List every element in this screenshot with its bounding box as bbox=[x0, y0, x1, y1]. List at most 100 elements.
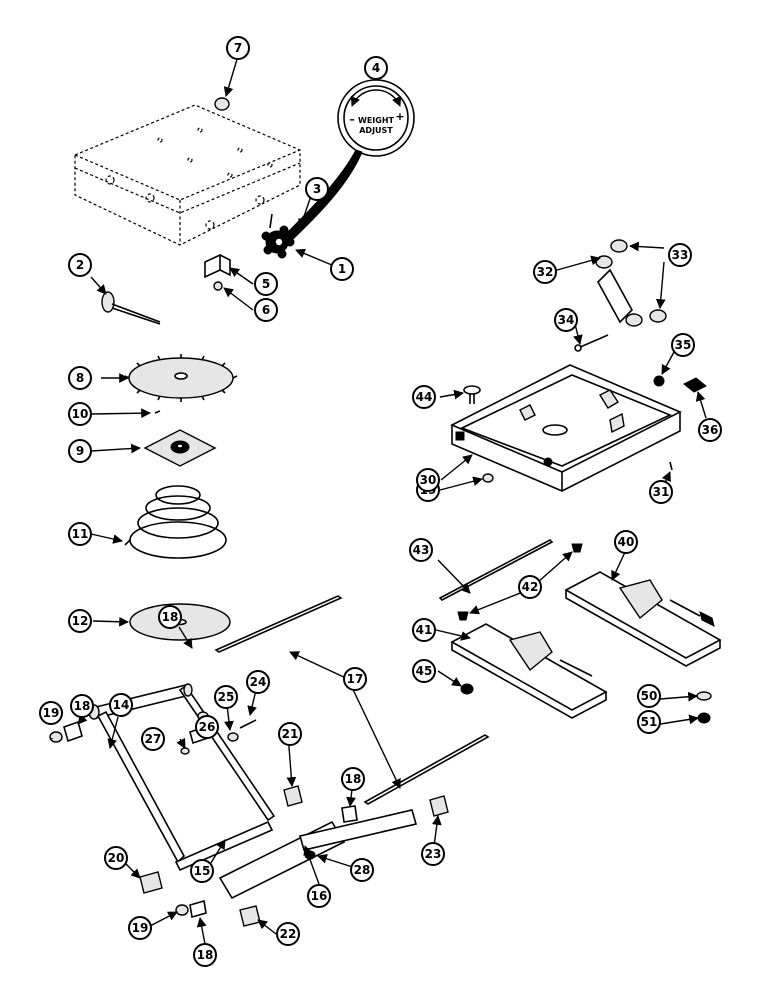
part-41-slide-rail bbox=[450, 623, 608, 719]
callout-5: 5 bbox=[254, 272, 278, 296]
callout-50: 50 bbox=[637, 684, 661, 708]
dial-weight-label: WEIGHT bbox=[358, 116, 395, 125]
svg-text:18: 18 bbox=[345, 772, 362, 786]
callout-1: 1 bbox=[330, 257, 354, 281]
svg-text:45: 45 bbox=[416, 664, 433, 678]
svg-text:19: 19 bbox=[43, 706, 60, 720]
callout-28: 28 bbox=[350, 858, 374, 882]
callout-9: 9 bbox=[68, 439, 92, 463]
svg-text:41: 41 bbox=[416, 623, 433, 637]
svg-text:19: 19 bbox=[132, 921, 149, 935]
svg-text:35: 35 bbox=[675, 338, 692, 352]
callout-18-a: 18 bbox=[158, 605, 182, 629]
svg-text:36: 36 bbox=[702, 423, 719, 437]
svg-text:26: 26 bbox=[199, 720, 216, 734]
svg-text:18: 18 bbox=[162, 610, 179, 624]
svg-text:51: 51 bbox=[641, 715, 658, 729]
callout-22: 22 bbox=[276, 922, 300, 946]
dial-minus-label: – bbox=[349, 113, 355, 126]
callout-18-b: 18 bbox=[70, 694, 94, 718]
callout-2: 2 bbox=[68, 253, 92, 277]
svg-text:28: 28 bbox=[354, 863, 371, 877]
part-7-nut bbox=[214, 97, 230, 111]
callout-18-d: 18 bbox=[193, 943, 217, 967]
callout-25: 25 bbox=[214, 685, 238, 709]
part-8-sprocket bbox=[124, 354, 238, 402]
callout-51: 51 bbox=[637, 710, 661, 734]
svg-text:43: 43 bbox=[413, 543, 430, 557]
callout-41: 41 bbox=[412, 618, 436, 642]
callout-34: 34 bbox=[554, 308, 578, 332]
svg-text:11: 11 bbox=[72, 527, 89, 541]
callout-31: 31 bbox=[649, 480, 673, 504]
callout-36: 36 bbox=[698, 418, 722, 442]
svg-text:44: 44 bbox=[416, 390, 433, 404]
callout-3: 3 bbox=[305, 177, 329, 201]
dial-plus-label: + bbox=[395, 110, 404, 123]
part-9-plate bbox=[143, 429, 217, 467]
svg-text:23: 23 bbox=[425, 847, 442, 861]
svg-text:50: 50 bbox=[641, 689, 658, 703]
svg-text:17: 17 bbox=[347, 672, 364, 686]
callout-10: 10 bbox=[68, 402, 92, 426]
svg-text:18: 18 bbox=[197, 948, 214, 962]
svg-text:25: 25 bbox=[218, 690, 235, 704]
svg-text:5: 5 bbox=[262, 277, 270, 291]
svg-text:24: 24 bbox=[250, 675, 267, 689]
svg-text:9: 9 bbox=[76, 444, 84, 458]
svg-text:15: 15 bbox=[194, 864, 211, 878]
svg-text:2: 2 bbox=[76, 258, 84, 272]
callout-17: 17 bbox=[343, 667, 367, 691]
callout-21: 21 bbox=[278, 722, 302, 746]
dial-adjust-label: ADJUST bbox=[359, 126, 393, 135]
callout-24: 24 bbox=[246, 670, 270, 694]
svg-text:21: 21 bbox=[282, 727, 299, 741]
svg-text:34: 34 bbox=[558, 313, 575, 327]
svg-text:4: 4 bbox=[372, 61, 380, 75]
svg-text:10: 10 bbox=[72, 407, 89, 421]
callout-19-b: 19 bbox=[39, 701, 63, 725]
svg-text:14: 14 bbox=[113, 698, 130, 712]
callout-15: 15 bbox=[190, 859, 214, 883]
svg-text:42: 42 bbox=[522, 580, 539, 594]
callout-6: 6 bbox=[254, 298, 278, 322]
callout-12: 12 bbox=[68, 609, 92, 633]
callout-35: 35 bbox=[671, 333, 695, 357]
svg-text:33: 33 bbox=[672, 248, 689, 262]
callout-11: 11 bbox=[68, 522, 92, 546]
callout-42: 42 bbox=[518, 575, 542, 599]
part-11-spring bbox=[124, 485, 227, 559]
callout-14: 14 bbox=[109, 693, 133, 717]
part-1-knob bbox=[261, 225, 295, 259]
callout-32: 32 bbox=[533, 260, 557, 284]
callout-16: 16 bbox=[307, 884, 331, 908]
svg-text:32: 32 bbox=[537, 265, 554, 279]
callout-19-c: 19 bbox=[128, 916, 152, 940]
svg-text:40: 40 bbox=[618, 535, 635, 549]
callout-33: 33 bbox=[668, 243, 692, 267]
svg-text:22: 22 bbox=[280, 927, 297, 941]
svg-text:6: 6 bbox=[262, 303, 270, 317]
svg-text:20: 20 bbox=[108, 851, 125, 865]
svg-text:16: 16 bbox=[311, 889, 328, 903]
svg-text:18: 18 bbox=[74, 699, 91, 713]
callout-30: 30 bbox=[416, 468, 440, 492]
svg-text:30: 30 bbox=[420, 473, 437, 487]
part-40-slide-rail bbox=[564, 571, 722, 667]
svg-text:7: 7 bbox=[234, 41, 242, 55]
part-30-base-frame bbox=[450, 364, 682, 492]
part-32-shock-absorber bbox=[595, 239, 667, 327]
svg-text:31: 31 bbox=[653, 485, 670, 499]
svg-text:8: 8 bbox=[76, 371, 84, 385]
callout-7: 7 bbox=[226, 36, 250, 60]
svg-text:12: 12 bbox=[72, 614, 89, 628]
callout-23: 23 bbox=[421, 842, 445, 866]
callout-8: 8 bbox=[68, 366, 92, 390]
callout-26: 26 bbox=[195, 715, 219, 739]
callout-4: 4 bbox=[364, 56, 388, 80]
callout-40: 40 bbox=[614, 530, 638, 554]
callout-44: 44 bbox=[412, 385, 436, 409]
svg-text:3: 3 bbox=[313, 182, 321, 196]
svg-text:27: 27 bbox=[145, 732, 162, 746]
